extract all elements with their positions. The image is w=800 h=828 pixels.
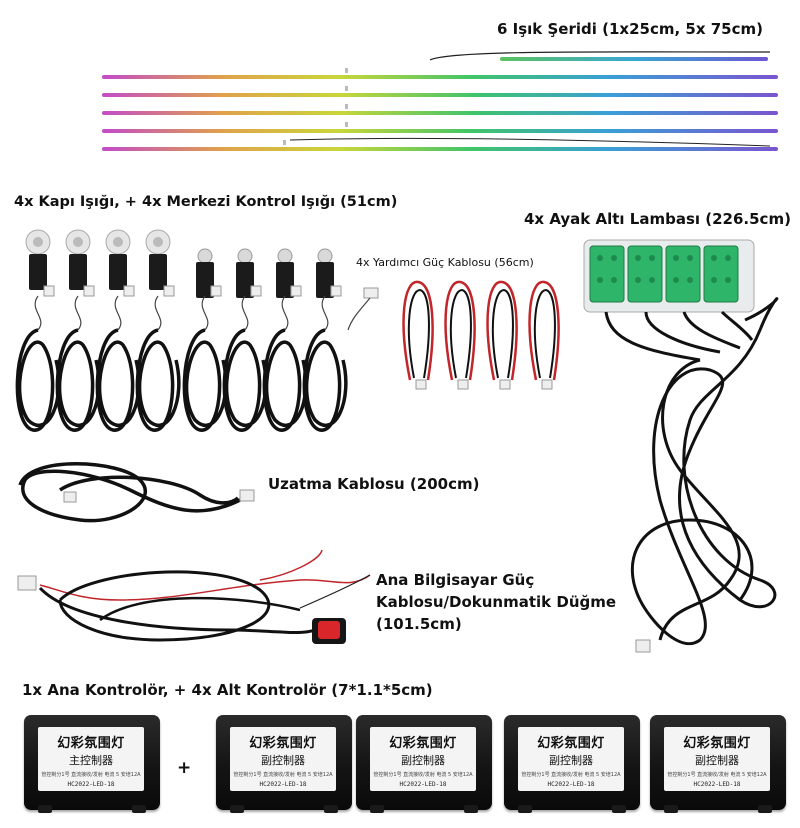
rainbow-led-strip-icon [102,51,778,151]
plus-sign: + [177,758,192,778]
main-power-cable-label: Ana Bilgisayar Güç Kablosu/Dokunmatik Dü… [376,569,646,635]
power-connector [17,575,37,591]
controller-subtitle: 副控制器 [261,754,305,767]
main-power-label-line2: Kablosu/Dokunmatik Düğme [376,593,617,611]
controller-subtitle: 副控制器 [695,754,739,767]
door-light-module-icon [25,229,379,331]
controller-code: HC2022-LED-18 [399,781,447,788]
power-cable-icon [38,549,371,642]
controller-spec: 管控制分1号 直流接收/发射 电流 5 安培12A [373,772,473,778]
sub-controller-box: 幻彩氛围灯副控制器管控制分1号 直流接收/发射 电流 5 安培12A HC2022… [216,715,352,813]
controller-code: HC2022-LED-18 [547,781,595,788]
main-power-label-line1: Ana Bilgisayar Güç [376,571,535,589]
controller-title: 幻彩氛围灯 [389,736,457,751]
sub-controller-box: 幻彩氛围灯副控制器管控制分1号 直流接收/发射 电流 5 安培12A HC2022… [650,715,786,813]
controller-title: 幻彩氛围灯 [249,736,317,751]
controller-spec: 管控制分1号 直流接收/发射 电流 5 安培12A [41,772,141,778]
door-lights-label: 4x Kapı Işığı, + 4x Merkezi Kontrol Işığ… [14,194,398,210]
controller-spec: 管控制分1号 直流接收/发射 电流 5 安培12A [521,772,621,778]
extension-cable-label: Uzatma Kablosu (200cm) [268,475,480,493]
aux-power-cable-icon [402,280,560,390]
extension-connector [239,489,255,502]
controller-sticker: 幻彩氛围灯副控制器管控制分1号 直流接收/发射 电流 5 安培12A HC2022… [664,727,770,791]
sub-controller-box: 幻彩氛围灯副控制器管控制分1号 直流接收/发射 电流 5 安培12A HC2022… [504,715,640,813]
controller-subtitle: 副控制器 [549,754,593,767]
main-controller-box: 幻彩氛围灯主控制器管控制分1号 直流接收/发射 电流 5 安培12A HC2022… [24,715,160,813]
footwell-lamps-label: 4x Ayak Altı Lambası (226.5cm) [524,210,791,228]
controller-title: 幻彩氛围灯 [537,736,605,751]
controller-sticker: 幻彩氛围灯副控制器管控制分1号 直流接收/发射 电流 5 安培12A HC2022… [370,727,476,791]
aux-power-cable-label: 4x Yardımcı Güç Kablosu (56cm) [356,256,534,269]
controller-title: 幻彩氛围灯 [683,736,751,751]
controller-sticker: 幻彩氛围灯副控制器管控制分1号 直流接收/发射 电流 5 安培12A HC2022… [518,727,624,791]
controller-sticker: 幻彩氛围灯主控制器管控制分1号 直流接收/发射 电流 5 安培12A HC2022… [38,727,144,791]
controller-title: 幻彩氛围灯 [57,736,125,751]
controller-spec: 管控制分1号 直流接收/发射 电流 5 安培12A [233,772,333,778]
extension-cable-icon [18,462,241,523]
controller-code: HC2022-LED-18 [693,781,741,788]
led-strips-label: 6 Işık Şeridi (1x25cm, 5x 75cm) [497,20,763,38]
controller-subtitle: 副控制器 [401,754,445,767]
sub-controller-box: 幻彩氛围灯副控制器管控制分1号 直流接收/发射 电流 5 安培12A HC2022… [356,715,492,813]
controller-subtitle: 主控制器 [69,754,113,767]
main-power-label-line3: (101.5cm) [376,615,462,633]
footwell-lamp-icon [583,239,779,653]
controller-code: HC2022-LED-18 [259,781,307,788]
controller-spec: 管控制分1号 直流接收/发射 电流 5 安培12A [667,772,767,778]
controllers-label: 1x Ana Kontrolör, + 4x Alt Kontrolör (7*… [22,681,433,699]
controller-sticker: 幻彩氛围灯副控制器管控制分1号 直流接收/发射 电流 5 安培12A HC2022… [230,727,336,791]
touch-button-icon [312,618,346,644]
door-light-cable-icon [15,328,348,432]
controller-code: HC2022-LED-18 [67,781,115,788]
